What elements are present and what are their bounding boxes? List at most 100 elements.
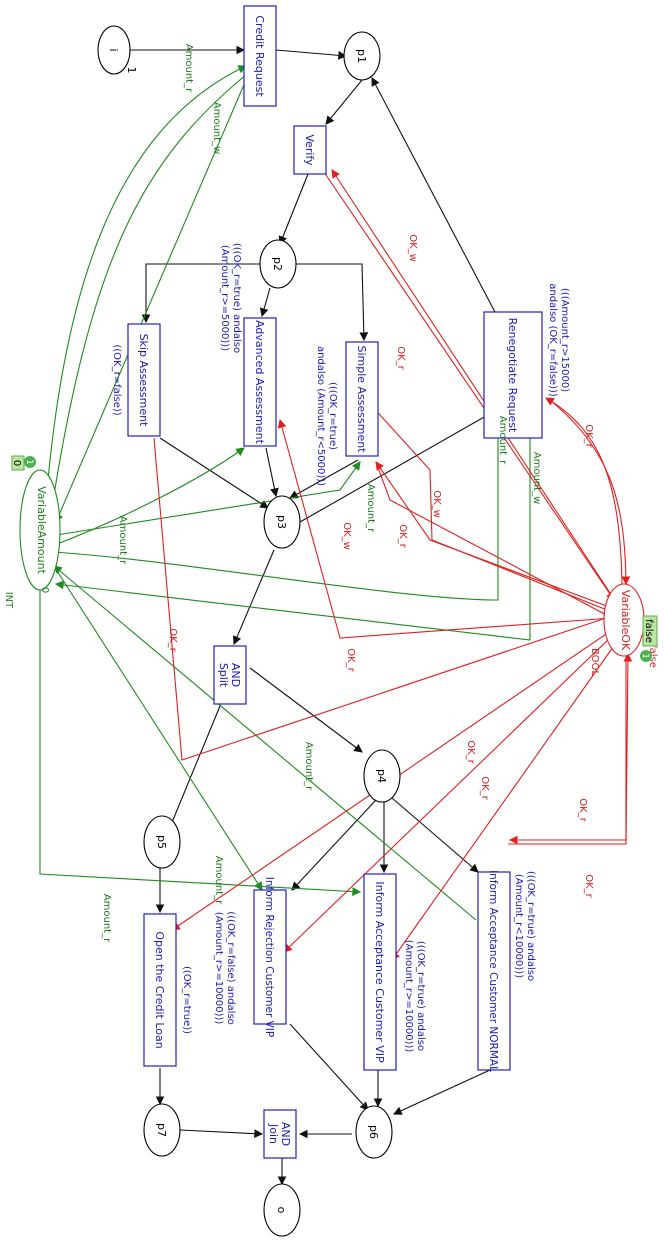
variable-amount-marking-badge: [11, 455, 25, 471]
transition-credit-request: [243, 5, 277, 107]
guard-simple-2: andalso (Amount_r<5000))): [315, 346, 326, 486]
guard-skip: ((OK_r=false)): [111, 344, 122, 415]
place-p6-label: p6: [367, 1125, 380, 1139]
arc-label-ok-r: OK_r: [167, 628, 178, 652]
variable-ok-marking: false: [643, 619, 654, 643]
renegotiate-request-label: Renegotiate Request: [506, 318, 519, 433]
arc-label-ok-r: OK_r: [577, 798, 588, 822]
amount-arcs: [39, 65, 531, 921]
transition-verify: [293, 125, 327, 175]
guard-open-loan: ((OK_r=true)): [181, 966, 192, 1034]
place-p4-label: p4: [375, 769, 388, 783]
transition-inform-acceptance-normal: [477, 871, 511, 1071]
place-o-label: o: [275, 1207, 288, 1214]
and-join-label-1: AND: [279, 1122, 292, 1146]
and-split-label-1: AND: [229, 663, 242, 687]
arc-label-ok-r: OK_r: [397, 524, 408, 548]
transition-renegotiate-request: [483, 311, 543, 439]
place-p3: [263, 495, 301, 549]
arc-label-amount-w: Amount_w: [211, 102, 222, 154]
verify-label: Verify: [303, 134, 316, 166]
guard-advanced-1: (((OK_r=true) andalso: [231, 243, 242, 353]
inform-acceptance-vip-label: Inform Acceptance Customer VIP: [373, 881, 386, 1063]
variable-ok-count: 1: [640, 653, 650, 659]
place-p2: [259, 239, 297, 289]
arc-label-amount-r: Amount_r: [303, 742, 314, 791]
variable-ok-type: BOOL: [589, 648, 600, 676]
arc-label-ok-w: OK_w: [341, 522, 352, 550]
variable-ok-count-dot: [640, 650, 652, 662]
place-i: [97, 25, 131, 75]
arc-label-amount-w: Amount_w: [531, 452, 542, 504]
place-i-tokens: 1: [125, 67, 138, 74]
variable-amount-count: 1: [24, 459, 34, 465]
guard-simple-1: (((OK_r=true): [327, 382, 338, 450]
open-credit-loan-label: Open the Credit Loan: [153, 931, 166, 1048]
ok-arcs: [153, 169, 633, 961]
guard-rejection-2: (Amount_r>=10000))): [213, 912, 224, 1025]
arc-label-ok-w: OK_w: [431, 490, 442, 518]
place-p5-label: p5: [155, 835, 168, 849]
arc-label-ok-r: OK_r: [583, 424, 594, 448]
variable-amount-marking: 0: [11, 460, 22, 466]
variable-amount-count-dot: [24, 456, 36, 468]
transition-skip-assessment: [127, 323, 161, 437]
guard-acceptance-vip-1: (((OK_r=true) andalso: [415, 941, 426, 1051]
transition-and-split: [213, 645, 247, 705]
place-variable-amount: [19, 469, 61, 591]
transition-advanced-assessment: [243, 317, 277, 447]
transition-inform-acceptance-vip: [363, 873, 397, 1071]
place-i-label: i: [107, 48, 120, 51]
place-variable-ok-label: VariableOK: [619, 590, 632, 651]
guard-renegotiate-1: (((Amount_r>15000): [559, 288, 570, 392]
arc-label-ok-r: OK_r: [583, 874, 594, 898]
place-p6: [355, 1105, 393, 1159]
arc-label-ok-r: OK_r: [479, 776, 490, 800]
place-variable-amount-label: VariableAmount: [35, 486, 48, 574]
guard-advanced-2: (Amount_r>=5000))): [219, 245, 230, 351]
place-p3-label: p3: [275, 515, 288, 529]
arc-label-ok-r: OK_r: [395, 346, 406, 370]
variable-ok-marking-badge: [642, 615, 658, 647]
guard-acceptance-normal-1: (((OK_r=true) andalso: [525, 871, 536, 981]
transition-inform-rejection-vip: [253, 889, 287, 1025]
transitions: Credit Request Verify Skip Assessment Ad…: [127, 5, 543, 1159]
guard-acceptance-vip-2: (Amount_r>=10000))): [403, 940, 414, 1053]
place-p7-label: p7: [155, 1123, 168, 1137]
arc-label-amount-r: Amount_r: [183, 44, 194, 93]
advanced-assessment-label: Advanced Assessment: [253, 320, 266, 445]
guard-rejection-1: (((OK_r=false) andalso: [225, 911, 236, 1025]
place-p7: [143, 1103, 181, 1157]
arc-label-ok-r: OK_r: [345, 648, 356, 672]
and-split-label-2: Split: [217, 663, 230, 688]
variable-amount-init: 0: [39, 587, 50, 593]
simple-assessment-label: Simple Assessment: [355, 345, 368, 453]
guards: ((OK_r=false)) (((OK_r=true) andalso (Am…: [111, 243, 570, 1053]
skip-assessment-label: Skip Assessment: [137, 334, 150, 428]
transition-and-join: [263, 1109, 297, 1159]
inform-acceptance-normal-label: Inform Acceptance Customer NORMAL: [487, 870, 499, 1072]
inform-rejection-vip-label: Inform Rejection Customer VIP: [263, 877, 275, 1037]
place-p2-label: p2: [271, 257, 284, 271]
variable-ok-init: false: [647, 644, 658, 668]
arc-labels: Amount_r Amount_w Amount_r Amount_r Amou…: [101, 44, 594, 943]
arc-label-amount-r: Amount_r: [101, 894, 112, 943]
place-o: [263, 1183, 301, 1237]
and-join-label-2: Join: [267, 1123, 280, 1144]
credit-request-label: Credit Request: [253, 15, 266, 97]
arc-label-amount-r: Amount_r: [117, 516, 128, 565]
arc-label-ok-r: OK_r: [465, 740, 476, 764]
places: i 1 p1 p2 p3 p4 p5 p6 p7 o VariableAmoun…: [3, 25, 658, 1237]
place-p4: [363, 749, 401, 803]
arc-label-ok-w: OK_w: [407, 234, 418, 262]
place-p1-label: p1: [355, 49, 368, 63]
transition-open-credit-loan: [143, 913, 177, 1067]
place-p5: [143, 815, 181, 869]
transition-simple-assessment: [345, 341, 379, 457]
arc-label-amount-r: Amount_r: [497, 416, 508, 465]
arc-label-amount-r: Amount_r: [213, 856, 224, 905]
control-flow-arcs: [128, 45, 501, 1186]
guard-acceptance-normal-2: (Amount_r<10000))): [513, 874, 524, 978]
place-p1: [343, 31, 381, 81]
